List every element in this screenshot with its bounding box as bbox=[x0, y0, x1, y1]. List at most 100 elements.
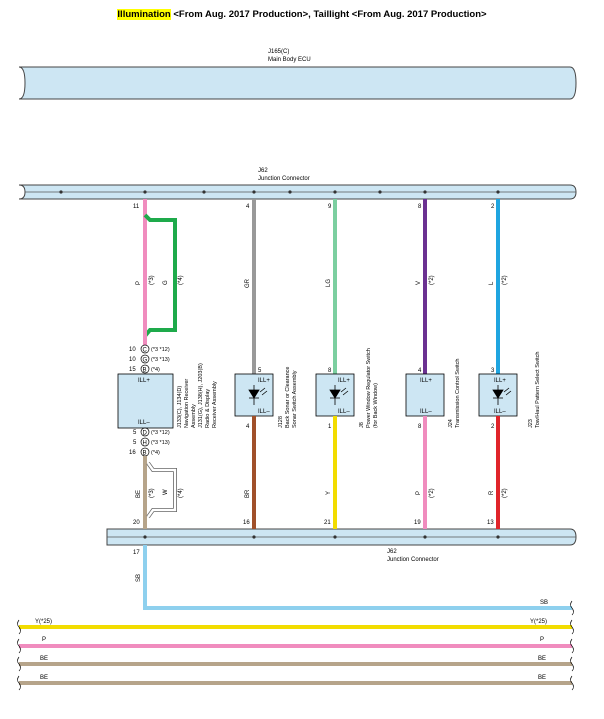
sw2-ill-plus: ILL+ bbox=[338, 378, 350, 384]
pin-9: 9 bbox=[328, 204, 332, 210]
nav-conn-h: H bbox=[143, 441, 147, 447]
nav-note-d: (*3 *12) bbox=[151, 430, 170, 436]
jc-bottom-id: J62 bbox=[387, 549, 397, 555]
code-be: BE bbox=[136, 490, 142, 498]
out-be2-right: BE bbox=[538, 675, 546, 681]
nav-label-4: J131(G), J138(H), J203(B) bbox=[198, 363, 204, 428]
code-g: G bbox=[163, 280, 169, 285]
code-lg: LG bbox=[326, 279, 332, 287]
code-gr: GR bbox=[245, 278, 251, 288]
note-p: (*3) bbox=[149, 275, 155, 285]
pin-16: 16 bbox=[243, 520, 250, 526]
out-sb-right: SB bbox=[540, 600, 548, 606]
output-lines: SB Y(*25) Y(*25) P P BE BE BE BE bbox=[19, 600, 572, 685]
sw1-ill-minus: ILL– bbox=[258, 409, 270, 415]
pin-4-gr: 4 bbox=[246, 204, 250, 210]
code-r: R bbox=[489, 490, 495, 495]
code-v: V bbox=[416, 281, 422, 285]
nav-note-g: (*3 *13) bbox=[151, 357, 170, 363]
break-marks bbox=[17, 600, 574, 691]
jc-top-dots bbox=[59, 190, 500, 194]
jc-bottom-dots bbox=[143, 535, 500, 539]
wire-g-nav bbox=[143, 213, 177, 338]
sw2-name1: Power Window Regulator Switch bbox=[366, 348, 372, 428]
nav-pin-10g: 10 bbox=[129, 357, 136, 363]
nav-label-6: Receiver Assembly bbox=[212, 381, 218, 428]
pin-17: 17 bbox=[133, 550, 140, 556]
out-p-right: P bbox=[540, 637, 544, 643]
sw1-pin-out: 4 bbox=[246, 424, 250, 430]
bottom-wires bbox=[143, 416, 500, 529]
note-be: (*3) bbox=[149, 488, 155, 498]
ecu-name: Main Body ECU bbox=[268, 57, 311, 63]
sw2-pin-in: 8 bbox=[328, 368, 332, 374]
pin-21: 21 bbox=[324, 520, 331, 526]
sw2-pin-out: 1 bbox=[328, 424, 332, 430]
wire-sb bbox=[143, 545, 572, 610]
nav-label-1: J133(C), J134(D) bbox=[177, 386, 183, 428]
sw1-pin-in: 5 bbox=[258, 368, 262, 374]
pin-13: 13 bbox=[487, 520, 494, 526]
nav-label-2: Navigation Receiver bbox=[184, 379, 190, 428]
sw4-pin-in: 3 bbox=[491, 368, 495, 374]
title-rest: <From Aug. 2017 Production>, Taillight <… bbox=[170, 9, 487, 20]
nav-pins-top: 10 C (*3 *12) 10 G (*3 *13) 15 B (*4) bbox=[129, 344, 170, 374]
code-l: L bbox=[489, 281, 495, 285]
top-wire-labels: 11 4 9 8 2 P (*3) G (*4) GR LG V (*2) L … bbox=[133, 204, 508, 288]
sw1-name2: Sonar Switch Assembly bbox=[292, 370, 298, 428]
nav-label-5: Radio & Display bbox=[205, 389, 211, 428]
pin-20: 20 bbox=[133, 520, 140, 526]
nav-conn-g: G bbox=[143, 358, 148, 364]
nav-conn-c: C bbox=[143, 348, 148, 354]
nav-unit-box bbox=[117, 373, 174, 429]
out-p-left: P bbox=[42, 637, 46, 643]
nav-pin-10c: 10 bbox=[129, 347, 136, 353]
note-l: (*2) bbox=[502, 275, 508, 285]
out-be2-left: BE bbox=[40, 675, 48, 681]
sw4-ill-plus: ILL+ bbox=[494, 378, 506, 384]
sw2-id: J8 bbox=[359, 422, 365, 428]
out-y-right: Y(*25) bbox=[530, 619, 547, 625]
code-sb: SB bbox=[136, 574, 142, 582]
sw4-pin-out: 2 bbox=[491, 424, 495, 430]
switch-j24: 4 ILL+ ILL– 8 J24 Transmission Control S… bbox=[405, 359, 461, 430]
sw3-id: J24 bbox=[448, 419, 454, 428]
nav-ill-plus: ILL+ bbox=[138, 378, 150, 384]
code-p-sw3: P bbox=[416, 491, 422, 495]
switch-j23: 3 ILL+ ILL– 2 J23 Tow/Haul Pattern Selec… bbox=[478, 352, 541, 430]
led-icons bbox=[248, 385, 512, 405]
wire-w-nav bbox=[147, 462, 177, 518]
nav-pin-5h: 5 bbox=[133, 440, 137, 446]
pin-2-l: 2 bbox=[491, 204, 495, 210]
nav-conn-b2: B bbox=[143, 451, 147, 457]
out-be1-left: BE bbox=[40, 656, 48, 662]
code-y: Y bbox=[326, 491, 332, 495]
code-p: P bbox=[136, 281, 142, 285]
diagram-title: Illumination <From Aug. 2017 Production>… bbox=[0, 9, 604, 20]
sw4-ill-minus: ILL– bbox=[494, 409, 506, 415]
jc-top-name: Junction Connector bbox=[258, 176, 310, 182]
top-wires bbox=[143, 199, 500, 375]
nav-unit-label: J133(C), J134(D) Navigation Receiver Ass… bbox=[177, 363, 218, 428]
out-y-left: Y(*25) bbox=[35, 619, 52, 625]
nav-ill-minus: ILL– bbox=[138, 420, 150, 426]
led-icon bbox=[329, 385, 349, 405]
jc-top-id: J62 bbox=[258, 168, 268, 174]
sw1-name1: Back Sonar or Clearance bbox=[285, 367, 291, 428]
note-w: (*4) bbox=[178, 488, 184, 498]
switch-j8: 8 ILL+ ILL– 1 J8 Power Window Regulator … bbox=[315, 348, 379, 430]
sw1-id: J128 bbox=[278, 416, 284, 428]
nav-label-3: Assembly bbox=[191, 404, 197, 428]
nav-note-b2: (*4) bbox=[151, 450, 160, 456]
sw3-ill-minus: ILL– bbox=[420, 409, 432, 415]
nav-pin-16b: 16 bbox=[129, 450, 136, 456]
code-br: BR bbox=[245, 489, 251, 498]
note-p-sw3: (*2) bbox=[429, 488, 435, 498]
pin-19: 19 bbox=[414, 520, 421, 526]
jc-bottom-name: Junction Connector bbox=[387, 557, 439, 563]
nav-note-h: (*3 *13) bbox=[151, 440, 170, 446]
led-icon bbox=[248, 385, 268, 405]
switch-j128: 5 ILL+ ILL– 4 J128 Back Sonar or Clearan… bbox=[234, 367, 298, 430]
sw3-name1: Transmission Control Switch bbox=[455, 359, 461, 428]
